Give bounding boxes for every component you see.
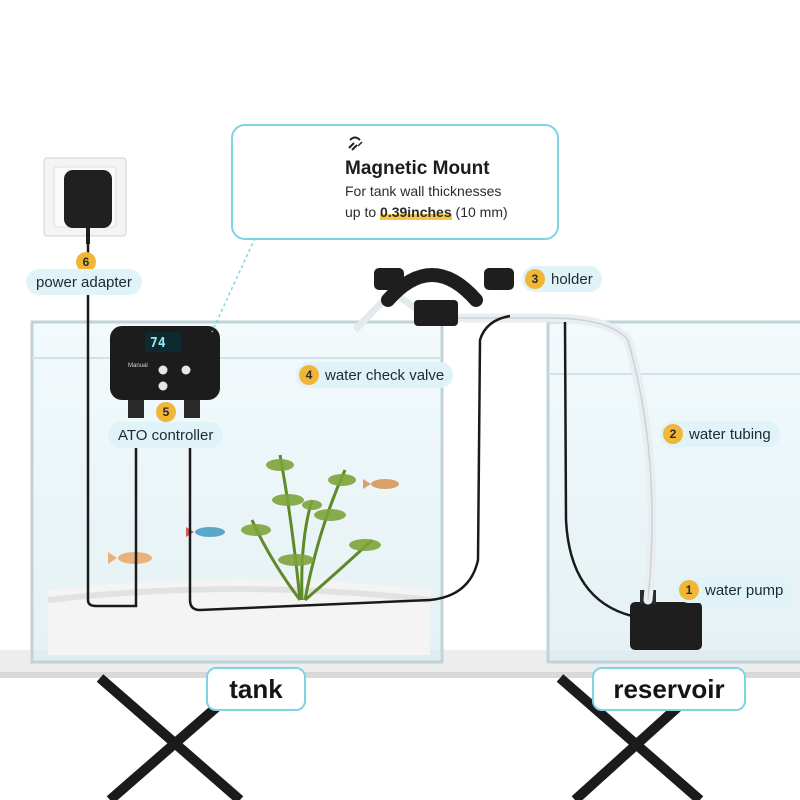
callout-highlight: 0.39inches	[380, 204, 452, 220]
controller-display: 74	[150, 336, 166, 351]
holder-bracket	[374, 268, 514, 326]
callout-leader	[211, 237, 256, 333]
callout-line1: For tank wall thicknesses	[345, 183, 502, 199]
sensor-cable	[188, 314, 511, 612]
callout-line2: up to 0.39inches (10 mm)	[345, 204, 508, 220]
wall-socket	[43, 157, 127, 244]
pump-cable	[563, 321, 633, 618]
power-adapter-body	[64, 170, 112, 228]
reservoir-tank	[546, 320, 800, 664]
callout-title: Magnetic Mount	[345, 158, 490, 179]
water-pump-body	[630, 602, 702, 650]
magnet-icon	[348, 136, 363, 151]
power-cable	[86, 244, 138, 608]
label-power-adapter: power adapter	[26, 269, 142, 295]
magnetic-mount-callout: Magnetic Mount For tank wall thicknesses…	[231, 124, 559, 240]
label-ato-controller: ATO controller	[108, 422, 224, 448]
controller-mode-label: Manual	[128, 363, 148, 369]
label-6-badge: 6	[76, 252, 96, 272]
tank-label: tank	[206, 667, 306, 711]
ato-controller-body	[110, 326, 220, 418]
reservoir-label: reservoir	[592, 667, 746, 711]
label-5-badge: 5	[156, 402, 176, 422]
gravel	[48, 579, 430, 655]
